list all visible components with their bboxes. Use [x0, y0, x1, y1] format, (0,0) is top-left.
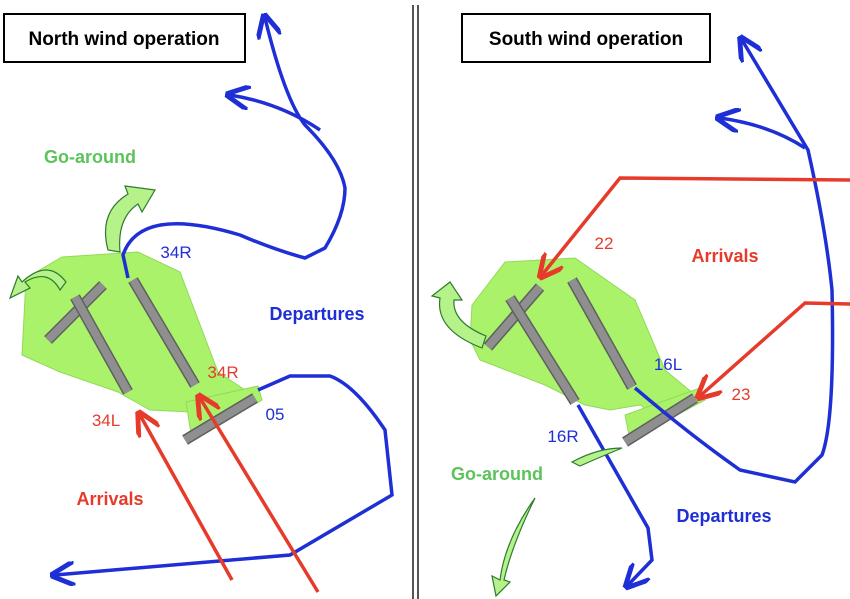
south-departure-branch — [720, 118, 806, 150]
south-arrivals-label: Arrivals — [691, 246, 758, 266]
south-go-around-label: Go-around — [451, 464, 543, 484]
north-go-around-arrow-left — [8, 269, 67, 300]
south-go-around-arrow-top — [570, 447, 623, 467]
south-title-box: South wind operation — [461, 13, 711, 63]
north-departures-label: Departures — [269, 304, 364, 324]
south-go-around-arrow-down — [491, 497, 536, 598]
south-airport-area — [469, 257, 696, 419]
south-go-around-arrow-left — [430, 281, 487, 349]
north-go-around-label: Go-around — [44, 147, 136, 167]
north-runway-cross-fill — [45, 282, 106, 343]
south-runway-23-fill — [622, 394, 698, 446]
north-arrival-34r — [200, 398, 320, 593]
north-runway-label-05: 05 — [266, 405, 285, 424]
south-runway-label-16r: 16R — [547, 427, 578, 446]
north-runway-label-34l: 34L — [92, 411, 120, 430]
north-panel: North wind operation Go-around 34R Depar… — [3, 13, 394, 593]
south-runway-label-16l: 16L — [654, 355, 682, 374]
south-runway-label-23: 23 — [732, 385, 751, 404]
south-runway-16l-fill — [568, 278, 636, 389]
south-runway-label-22: 22 — [595, 234, 614, 253]
south-runway-16r-fill — [506, 295, 579, 405]
panel-divider — [412, 5, 419, 599]
south-panel: South wind operation 22 Arrivals 16L 23 … — [430, 13, 850, 598]
north-title: North wind operation — [28, 29, 219, 50]
south-departure-route-16l — [633, 40, 835, 484]
south-departures-label: Departures — [676, 506, 771, 526]
north-runway-label-34r: 34R — [207, 363, 238, 382]
south-arrival-23 — [700, 301, 850, 396]
north-departure-branch — [230, 95, 321, 132]
south-arrival-22 — [542, 176, 850, 275]
south-departure-route-16r — [576, 404, 654, 585]
north-runway-label-34r-top: 34R — [160, 243, 191, 262]
north-runway-34l-fill — [71, 295, 132, 394]
north-departure-route-05 — [55, 374, 394, 575]
north-arrival-34l — [140, 415, 234, 581]
north-arrivals-label: Arrivals — [76, 489, 143, 509]
north-go-around-arrow-right — [104, 185, 156, 253]
south-title: South wind operation — [489, 29, 683, 50]
north-runway-34r-fill — [129, 277, 199, 388]
south-runway-cross-fill — [484, 284, 544, 350]
north-title-box: North wind operation — [3, 13, 246, 63]
